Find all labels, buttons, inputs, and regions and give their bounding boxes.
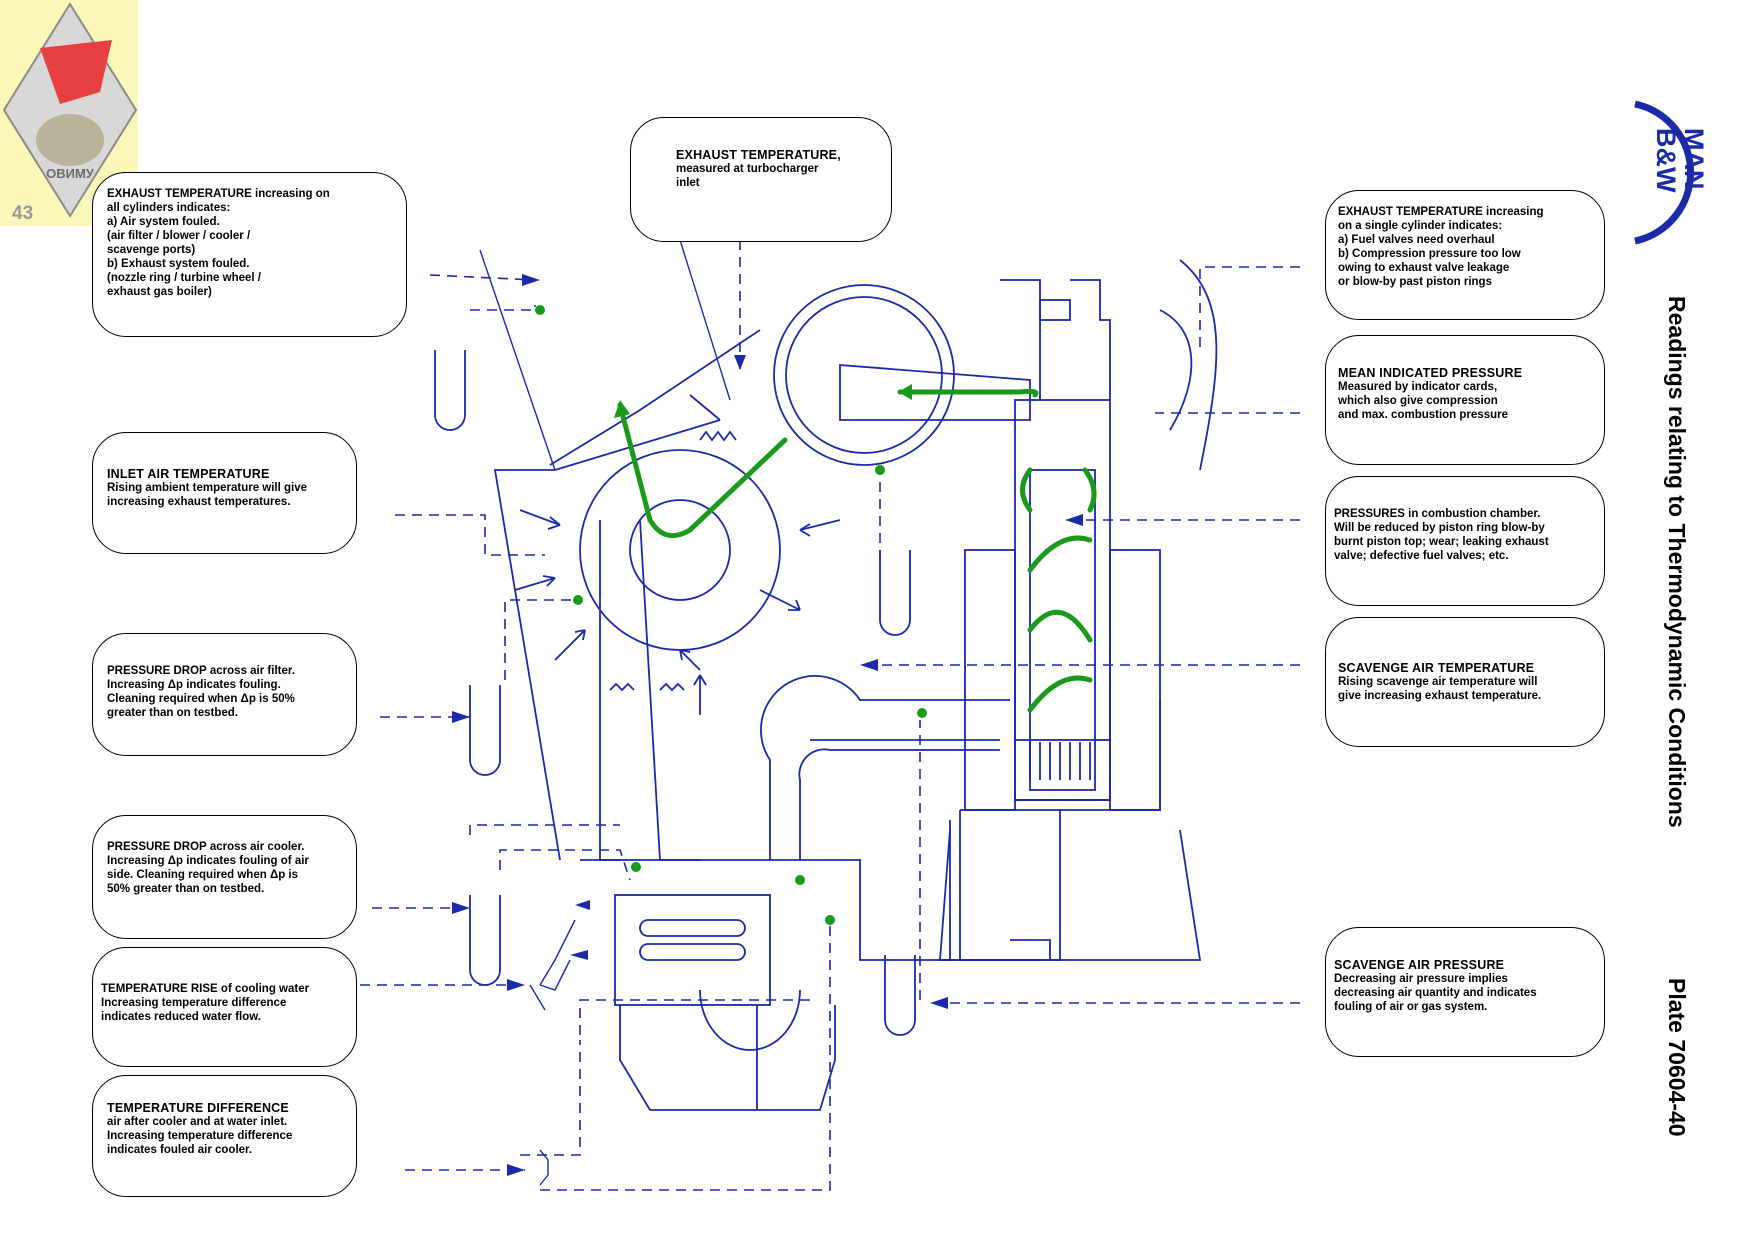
callout-exhaust-single-cylinder: EXHAUST TEMPERATURE increasing on a sing… bbox=[1325, 190, 1605, 320]
logo-line-1: MAN bbox=[1679, 128, 1709, 190]
callout-text: air after cooler and at water inlet. Inc… bbox=[107, 1116, 293, 1156]
callout-scavenge-air-temperature: SCAVENGE AIR TEMPERATURE Rising scavenge… bbox=[1325, 617, 1605, 747]
callout-exhaust-all-cylinders: EXHAUST TEMPERATURE increasing on all cy… bbox=[92, 172, 407, 337]
callout-title: TEMPERATURE RISE bbox=[101, 983, 218, 995]
callout-temperature-rise: TEMPERATURE RISE of cooling water Increa… bbox=[92, 947, 357, 1067]
man-bw-logo: MAN B&W bbox=[1634, 100, 1709, 245]
callout-title: INLET AIR TEMPERATURE bbox=[107, 467, 270, 481]
callout-text: Rising ambient temperature will give inc… bbox=[107, 482, 308, 508]
callout-text: in combustion chamber. Will be reduced b… bbox=[1334, 508, 1549, 562]
callout-inlet-air-temperature: INLET AIR TEMPERATURE Rising ambient tem… bbox=[92, 432, 357, 554]
emblem-number-1: 43 bbox=[12, 203, 34, 224]
callout-exhaust-turbo-inlet: EXHAUST TEMPERATURE, measured at turboch… bbox=[630, 117, 892, 242]
logo-line-2: B&W bbox=[1651, 128, 1681, 193]
callout-text: increasing on all cylinders indicates: a… bbox=[107, 188, 330, 298]
callout-title: TEMPERATURE DIFFERENCE bbox=[107, 1101, 289, 1115]
callout-temperature-difference: TEMPERATURE DIFFERENCE air after cooler … bbox=[92, 1075, 357, 1197]
callout-title: PRESSURES bbox=[1334, 508, 1405, 520]
callout-text: increasing on a single cylinder indicate… bbox=[1338, 206, 1544, 288]
callout-title: EXHAUST TEMPERATURE bbox=[107, 188, 252, 200]
callout-title: PRESSURE DROP bbox=[107, 665, 207, 677]
callout-text: measured at turbocharger inlet bbox=[676, 163, 819, 189]
callout-text: across air cooler. Increasing Δp indicat… bbox=[107, 841, 309, 895]
side-title: Readings relating to Thermodynamic Condi… bbox=[1664, 296, 1690, 828]
callout-pressure-drop-cooler: PRESSURE DROP across air cooler. Increas… bbox=[92, 815, 357, 939]
callout-pressure-drop-filter: PRESSURE DROP across air filter. Increas… bbox=[92, 633, 357, 756]
callout-text: Rising scavenge air temperature will giv… bbox=[1338, 676, 1542, 702]
callout-text: Decreasing air pressure implies decreasi… bbox=[1334, 973, 1537, 1013]
callout-title: EXHAUST TEMPERATURE bbox=[1338, 206, 1483, 218]
callout-text: of cooling water Increasing temperature … bbox=[101, 983, 310, 1023]
callout-title: SCAVENGE AIR TEMPERATURE bbox=[1338, 661, 1535, 675]
callout-title: PRESSURE DROP bbox=[107, 841, 207, 853]
callout-scavenge-air-pressure: SCAVENGE AIR PRESSURE Decreasing air pre… bbox=[1325, 927, 1605, 1057]
callout-title: MEAN INDICATED PRESSURE bbox=[1338, 366, 1523, 380]
callout-mean-indicated-pressure: MEAN INDICATED PRESSURE Measured by indi… bbox=[1325, 335, 1605, 465]
callout-text: Measured by indicator cards, which also … bbox=[1338, 381, 1508, 421]
callout-text: across air filter. Increasing Δp indicat… bbox=[107, 665, 295, 719]
plate-number: Plate 70604-40 bbox=[1664, 978, 1690, 1137]
emblem-text: ОВИМУ bbox=[46, 166, 95, 181]
callout-combustion-pressures: PRESSURES in combustion chamber. Will be… bbox=[1325, 476, 1605, 606]
callout-title: SCAVENGE AIR PRESSURE bbox=[1334, 958, 1505, 972]
callout-title: EXHAUST TEMPERATURE, bbox=[676, 148, 841, 162]
emblem: ОВИМУ bbox=[0, 0, 138, 226]
